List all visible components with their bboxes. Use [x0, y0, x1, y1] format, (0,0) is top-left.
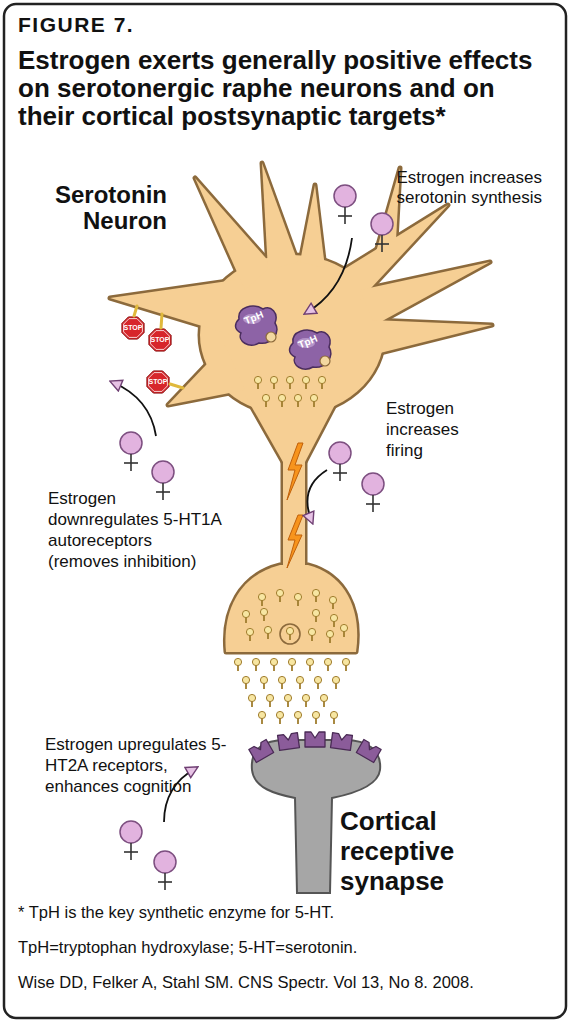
synapse-title: Cortical receptive synapse	[340, 806, 490, 896]
figure-border	[4, 4, 566, 1018]
neuron-title: Serotonin Neuron	[45, 182, 167, 234]
autoreceptor-stop: STOP	[145, 369, 171, 395]
tph-enzyme: TpH	[233, 304, 279, 348]
footnote: TpH=tryptophan hydroxylase; 5-HT=seroton…	[18, 937, 558, 957]
action-potential-bolts	[287, 443, 303, 568]
estrogen-symbols	[120, 185, 393, 890]
serotonin-neuron: Serotonin NeuronTpHTpHSTOPSTOPSTOP	[40, 160, 500, 660]
autoreceptor-stop: STOP	[120, 315, 146, 341]
tph-enzyme: TpH	[287, 328, 333, 372]
effect-callout: Estrogen increases firing	[386, 398, 476, 461]
effect-arrows	[112, 238, 352, 822]
effect-callout: Estrogen upregulates 5-HT2A receptors, e…	[45, 734, 245, 797]
effect-callout: Estrogen downregulates 5-HT1A autorecept…	[48, 488, 226, 572]
cortical-synapse: Cortical receptive synapse	[240, 728, 490, 900]
serotonin-vesicles	[234, 376, 349, 724]
figure-title: Estrogen exerts generally positive effec…	[18, 46, 553, 130]
stop-text: STOP	[147, 327, 173, 353]
citation: Wise DD, Felker A, Stahl SM. CNS Spectr.…	[18, 972, 558, 992]
neuron-outline	[40, 160, 500, 660]
stop-text: STOP	[145, 369, 171, 395]
stop-text: STOP	[120, 315, 146, 341]
effect-callout: Estrogen increases serotonin synthesis	[378, 168, 542, 208]
footnote: * TpH is the key synthetic enzyme for 5-…	[18, 902, 558, 922]
figure-number: FIGURE 7.	[18, 12, 318, 38]
receptor-stems	[134, 306, 183, 388]
autoreceptor-stop: STOP	[147, 327, 173, 353]
